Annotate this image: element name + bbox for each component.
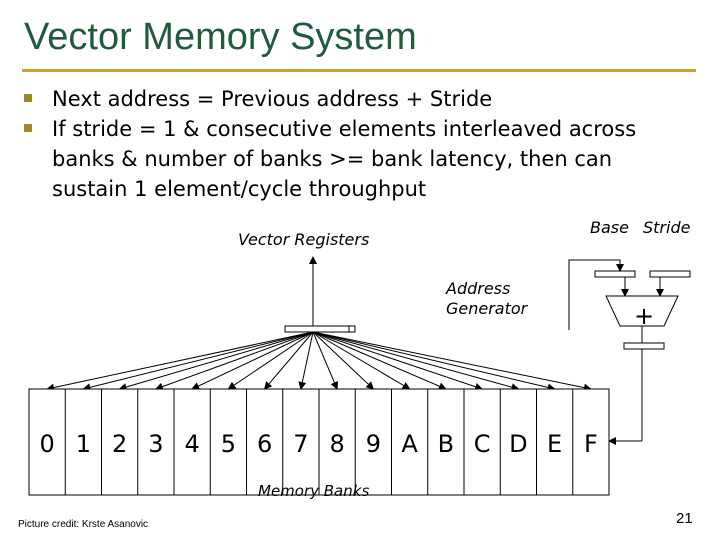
memory-bank-label: 9: [366, 430, 381, 458]
slide-title: Vector Memory System: [24, 16, 417, 58]
fanout-arrow: [312, 331, 411, 390]
fanout-arrows: [46, 331, 592, 392]
vector-registers-label: Vector Registers: [238, 230, 369, 249]
bullet-text: If stride = 1 & consecutive elements int…: [52, 117, 637, 201]
title-rule: [22, 69, 696, 72]
memory-banks-label: Memory Banks: [258, 482, 369, 500]
fanout-arrow: [227, 331, 314, 390]
stride-label: Stride: [643, 218, 691, 237]
memory-bank-label: 7: [293, 430, 308, 458]
base-label: Base: [590, 218, 629, 237]
memory-bank-label: B: [438, 430, 454, 458]
page-number: 21: [676, 510, 693, 527]
memory-bank-label: E: [547, 430, 562, 458]
fanout-arrow: [46, 331, 314, 392]
bullet-marker-icon: [24, 94, 32, 102]
central-latch: [284, 325, 356, 333]
bullet-item: If stride = 1 & consecutive elements int…: [22, 114, 662, 204]
fanout-arrow: [118, 331, 314, 391]
fanout-arrow: [312, 331, 556, 392]
fanout-arrow: [263, 331, 314, 390]
fanout-arrow: [312, 331, 592, 392]
address-latch: [623, 342, 665, 350]
fanout-arrow: [312, 331, 375, 390]
central-latch-tab: [348, 325, 356, 333]
bullet-list: Next address = Previous address + Stride…: [22, 84, 662, 204]
bullet-text: Next address = Previous address + Stride: [52, 87, 493, 111]
adder-plus-icon: +: [634, 302, 654, 330]
memory-bank-label: 3: [148, 430, 163, 458]
memory-bank-label: D: [509, 430, 527, 458]
fanout-arrow: [154, 331, 314, 391]
fanout-arrow: [191, 331, 314, 390]
memory-bank-label: C: [474, 430, 491, 458]
fanout-arrow: [312, 331, 484, 391]
memory-bank-label: 1: [76, 430, 91, 458]
memory-bank-label: 4: [184, 430, 199, 458]
memory-bank-label: 0: [39, 430, 54, 458]
bullet-marker-icon: [24, 124, 32, 132]
memory-bank-label: 8: [329, 430, 344, 458]
fanout-arrow: [82, 331, 314, 392]
address-adder: [605, 295, 679, 327]
memory-bank-label: F: [584, 430, 598, 458]
bullet-item: Next address = Previous address + Stride: [22, 84, 662, 114]
memory-bank-label: A: [401, 430, 418, 458]
memory-bank-label: 6: [257, 430, 272, 458]
fanout-arrow: [312, 331, 520, 391]
memory-bank-label: 5: [221, 430, 236, 458]
stride-latch: [649, 270, 691, 278]
base-latch: [594, 270, 636, 278]
memory-bank-label: 2: [112, 430, 127, 458]
fanout-arrow: [312, 331, 447, 390]
fanout-arrow: [298, 331, 314, 390]
picture-credit: Picture credit: Krste Asanovic: [18, 519, 149, 530]
fanout-arrow: [312, 331, 339, 390]
address-generator-label: Address: [445, 279, 510, 298]
address-generator-label: Generator: [446, 299, 529, 318]
